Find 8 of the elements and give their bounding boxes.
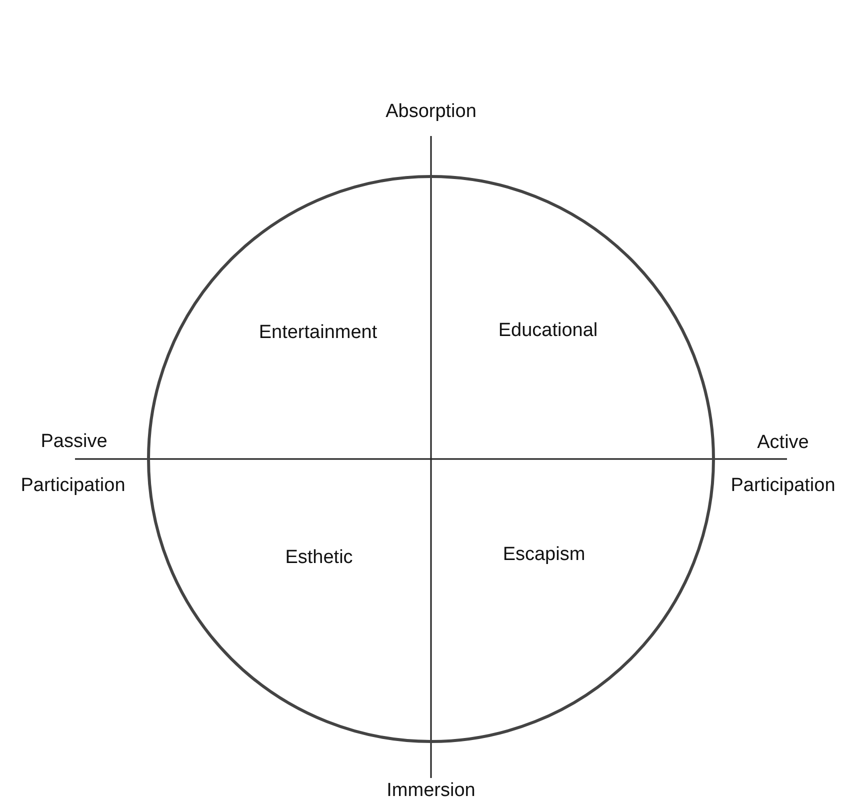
axis-label: Participation [20,475,126,497]
axis-label: Absorption [386,101,476,123]
quadrant-label: Esthetic [285,547,353,569]
quadrant-label: Escapism [502,544,586,566]
realm-circle [147,175,715,743]
quadrant-label: Educational [498,320,598,342]
quadrant-label: Entertainment [258,322,378,344]
axis-label: Participation [730,475,836,497]
